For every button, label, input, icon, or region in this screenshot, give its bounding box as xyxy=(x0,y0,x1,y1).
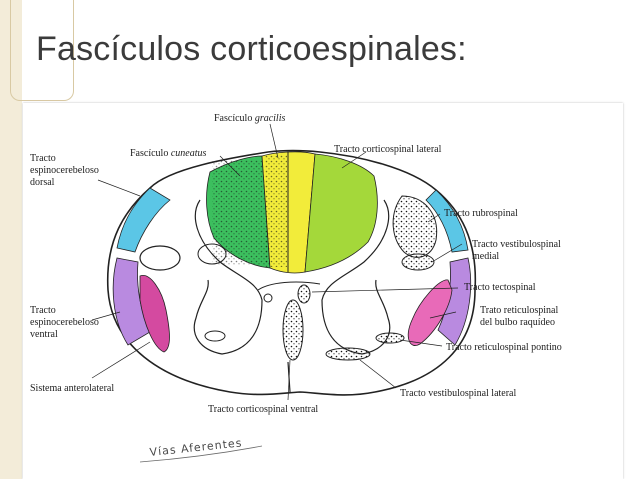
vestibulospinal-medial-region xyxy=(401,253,435,271)
central-canal xyxy=(263,293,273,303)
gray-matter-right xyxy=(321,199,391,355)
slide-corner-frame xyxy=(10,0,74,101)
espinocerebeloso-ventral-region xyxy=(112,257,151,346)
handwritten-note: Vías Aferentes xyxy=(149,436,243,459)
small-left-ventral-oval xyxy=(204,330,226,342)
espinocerebeloso-ventral-right-region xyxy=(437,257,472,346)
label-espinocerebeloso-ventral: Tracto espinocerebeloso ventral xyxy=(30,305,101,340)
leader-lines xyxy=(91,123,463,401)
sistema-anterolateral-region xyxy=(139,275,170,353)
fasciculo-cuneatus-right-region xyxy=(304,153,378,273)
left-inner-oval xyxy=(197,243,227,265)
label-vestibulospinal-medial: Tracto vestibulospinal medial xyxy=(472,239,563,262)
label-espinocerebeloso-dorsal: Tracto espinocerebeloso dorsal xyxy=(30,153,101,188)
vestibulospinal-lateral-region xyxy=(325,347,371,361)
label-reticulospinal-bulbo: Trato reticulospinal del bulbo raquídeo xyxy=(480,305,561,328)
label-corticospinal-lateral: Tracto corticospinal lateral xyxy=(334,144,442,155)
espinocerebeloso-dorsal-region xyxy=(116,187,171,253)
label-fasciculo-gracilis: Fascículo gracilis xyxy=(214,113,285,124)
label-reticulospinal-pontino: Tracto reticulospinal pontino xyxy=(446,342,562,353)
slide-left-band xyxy=(0,0,22,479)
gray-matter-left xyxy=(193,199,263,355)
fasciculo-cuneatus-dots xyxy=(212,160,268,265)
corticospinal-ventral-region xyxy=(282,299,304,361)
label-fasciculo-cuneatus: Fascículo cuneatus xyxy=(130,148,206,159)
label-sistema-anterolateral: Sistema anterolateral xyxy=(30,383,114,394)
reticulospinal-bulbo-region xyxy=(407,279,453,346)
tectospinal-region xyxy=(297,284,311,304)
slide-title: Fascículos corticoespinales: xyxy=(36,30,467,68)
label-tectospinal: Tracto tectospinal xyxy=(464,282,536,293)
label-rubrospinal: Tracto rubrospinal xyxy=(444,208,518,219)
fasciculo-gracilis-dots xyxy=(265,155,287,267)
handwritten-underline xyxy=(139,445,263,463)
left-dorsal-oval xyxy=(139,245,181,271)
anterior-commissure xyxy=(257,281,321,291)
label-vestibulospinal-lateral: Tracto vestibulospinal lateral xyxy=(400,388,516,399)
label-corticospinal-ventral: Tracto corticospinal ventral xyxy=(208,404,318,415)
reticulospinal-pontino-region xyxy=(375,332,405,344)
espinocerebeloso-dorsal-right-region xyxy=(425,189,469,253)
